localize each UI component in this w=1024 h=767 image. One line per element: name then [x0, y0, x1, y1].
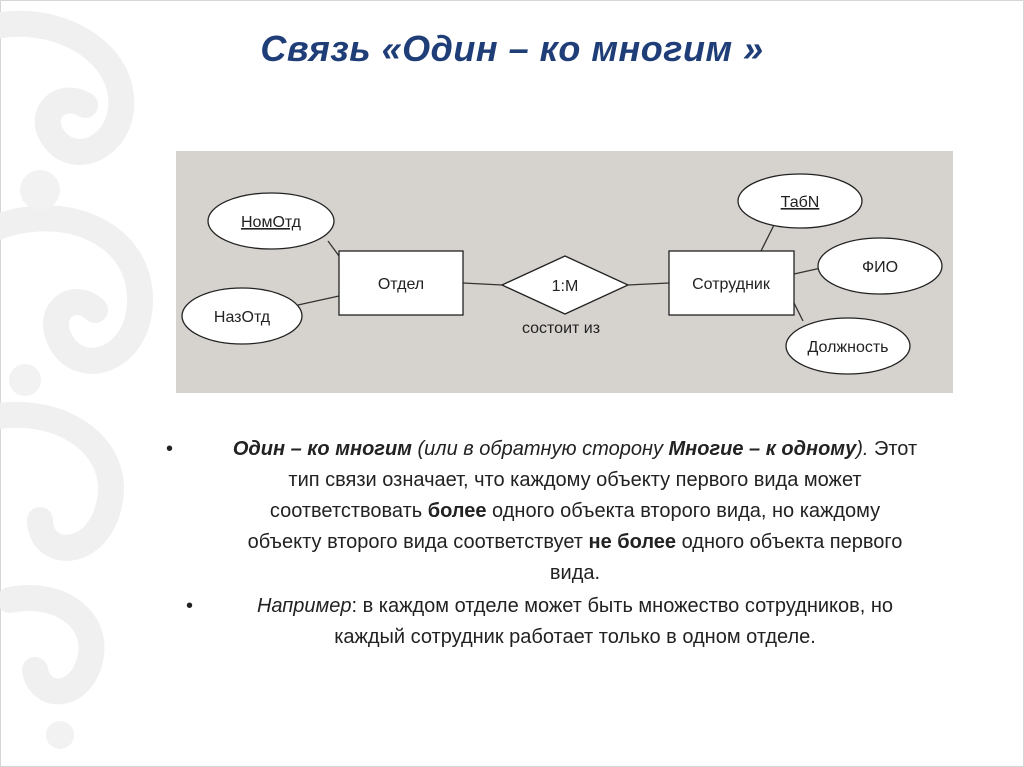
attribute-nomotd: НомОтд: [207, 192, 335, 250]
svg-text:Должность: Должность: [808, 339, 889, 356]
er-diagram: НомОтд НазОтд Отдел 1:M состоит из Сотру…: [176, 151, 953, 393]
svg-text:Отдел: Отдел: [378, 276, 424, 293]
text: одного объекта первого: [676, 531, 903, 553]
term-many-to-one: Многие – к одному: [668, 438, 857, 460]
bullet-marker: •: [166, 438, 174, 460]
text: объекту второго вида соответствует: [247, 531, 589, 553]
bullet-line: Например: в каждом отделе может быть мно…: [150, 591, 1000, 622]
relationship-diamond: 1:M: [500, 255, 630, 315]
slide-title: Связь «Один – ко многим »: [260, 28, 764, 69]
bullet-one-to-many: • Один – ко многим (или в обратную сторо…: [150, 434, 1000, 589]
text: : в каждом отделе может быть множество с…: [351, 595, 894, 617]
svg-text:1:M: 1:M: [552, 278, 579, 295]
term-example: Например: [256, 595, 352, 617]
bullet-marker: •: [186, 595, 194, 617]
text: соответствовать: [269, 500, 428, 522]
text: ).: [856, 438, 869, 460]
svg-text:ФИО: ФИО: [862, 259, 898, 276]
term-one-to-many: Один – ко многим: [232, 438, 412, 460]
relationship-caption: состоит из: [522, 320, 600, 337]
text: одного объекта второго вида, но каждому: [486, 500, 881, 522]
bullet-line: вида.: [549, 562, 601, 584]
entity-otdel: Отдел: [338, 250, 464, 316]
text: Этот: [868, 438, 918, 460]
attribute-nazotd: НазОтд: [181, 287, 303, 345]
entity-sotrudnik: Сотрудник: [668, 250, 795, 316]
bullet-list: • Один – ко многим (или в обратную сторо…: [150, 434, 1000, 653]
emphasis-more: более: [427, 500, 487, 522]
attribute-tabn: ТабN: [737, 173, 863, 229]
svg-text:Сотрудник: Сотрудник: [692, 276, 771, 293]
bullet-line: каждый сотрудник работает только в одном…: [334, 626, 816, 648]
bullet-line: объекту второго вида соответствует не бо…: [150, 527, 1000, 558]
emphasis-not-more: не более: [588, 531, 677, 553]
decorative-swirl-ornament: [0, 10, 154, 749]
bullet-line: тип связи означает, что каждому объекту …: [288, 469, 862, 491]
bullet-example: • Например: в каждом отделе может быть м…: [150, 591, 1000, 653]
bullet-line: соответствовать более одного объекта вто…: [150, 496, 1000, 527]
attribute-dolzhnost: Должность: [785, 317, 911, 375]
svg-text:ТабN: ТабN: [781, 194, 820, 211]
svg-text:НомОтд: НомОтд: [241, 214, 302, 231]
text: (или в обратную сторону: [411, 438, 669, 460]
bullet-line: Один – ко многим (или в обратную сторону…: [150, 434, 1000, 465]
attribute-fio: ФИО: [817, 237, 943, 295]
svg-text:НазОтд: НазОтд: [214, 309, 271, 326]
